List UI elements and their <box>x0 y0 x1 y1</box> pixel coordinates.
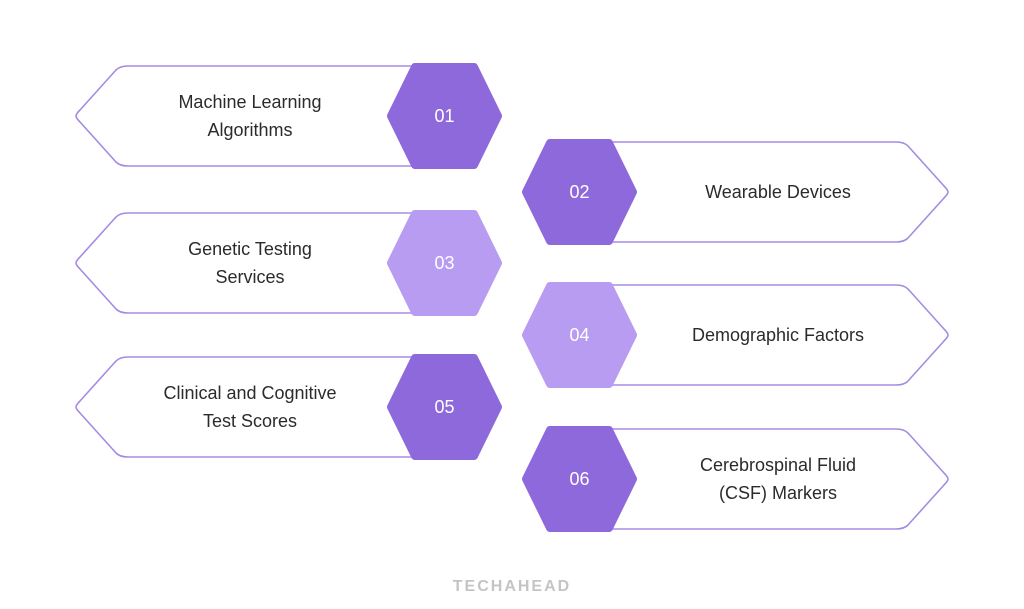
step-shape <box>522 426 949 532</box>
step-label: Wearable Devices <box>705 182 851 202</box>
step-number: 03 <box>434 252 455 273</box>
step-card-05: Clinical and Cognitive Test Scores 05 <box>72 353 504 461</box>
step-label: Genetic Testing Services <box>188 239 312 287</box>
step-number: 05 <box>434 396 455 417</box>
step-number: 04 <box>569 324 590 345</box>
arrow-outline <box>579 141 949 243</box>
techahead-logo: TECHAHEAD <box>452 578 572 595</box>
step-card-04: Demographic Factors 04 <box>520 281 952 389</box>
step-number: 06 <box>569 468 590 489</box>
step-shape <box>522 282 949 388</box>
step-card-06: Cerebrospinal Fluid (CSF) Markers 06 <box>520 425 952 533</box>
step-card-02: Wearable Devices 02 <box>520 138 952 246</box>
hexagon-badge <box>387 354 502 460</box>
arrow-outline <box>579 428 949 530</box>
step-shape <box>75 354 502 460</box>
step-number: 01 <box>434 105 455 126</box>
step-label: Demographic Factors <box>691 325 865 345</box>
step-shape <box>75 210 502 316</box>
step-label: Clinical and Cognitive Test Scores <box>163 383 337 431</box>
hexagon-badge <box>387 63 502 169</box>
step-label: Machine Learning Algorithms <box>178 92 322 140</box>
step-label: Cerebrospinal Fluid (CSF) Markers <box>699 455 857 503</box>
hexagon-badge <box>522 426 637 532</box>
arrow-outline <box>579 284 949 386</box>
hexagon-badge <box>522 139 637 245</box>
step-card-03: Genetic Testing Services 03 <box>72 209 504 317</box>
hexagon-badge <box>522 282 637 388</box>
step-shape <box>75 63 502 169</box>
step-card-01: Machine Learning Algorithms 01 <box>72 62 504 170</box>
step-shape <box>522 139 949 245</box>
hexagon-badge <box>387 210 502 316</box>
step-number: 02 <box>569 181 590 202</box>
